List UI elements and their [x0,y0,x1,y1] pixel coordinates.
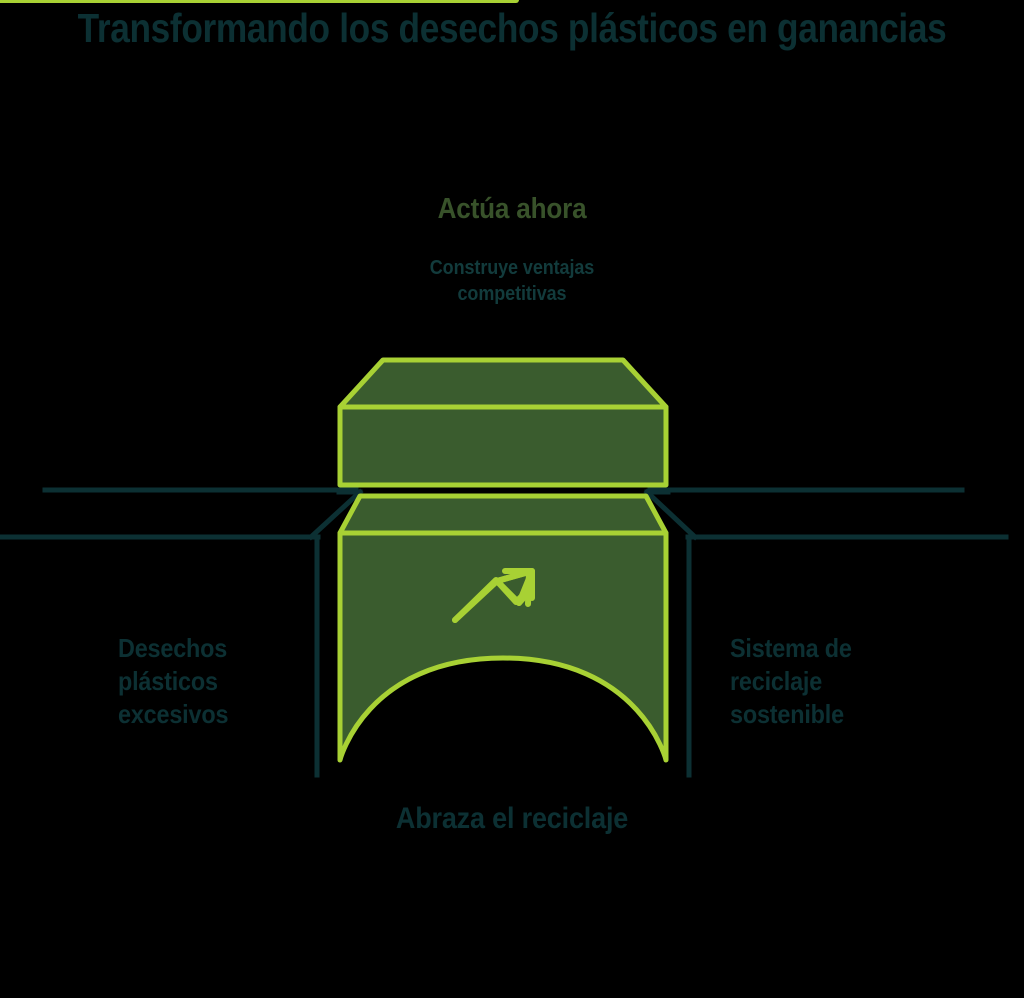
baseline-group [0,487,1009,778]
left-arrow-shaft [307,488,364,541]
label-right-solution: Sistema de reciclaje sostenible [730,633,852,729]
gateway-lintel [337,493,669,536]
label-bottom-bridge: Abraza el reciclaje [395,802,629,835]
label-left-problem: Desechos plásticos excesivos [118,633,229,729]
trending-up-icon-stroke [452,568,535,623]
page-title: Transformando los desechos plásticos en … [77,5,947,51]
right-arrow-shaft [643,488,699,541]
gateway-arch-body [337,530,669,763]
cap-roof [337,357,669,410]
cta-heading: Actúa ahora [437,193,587,225]
cap-block [337,404,669,488]
cta-subtext: Construye ventajas competitivas [429,257,595,305]
